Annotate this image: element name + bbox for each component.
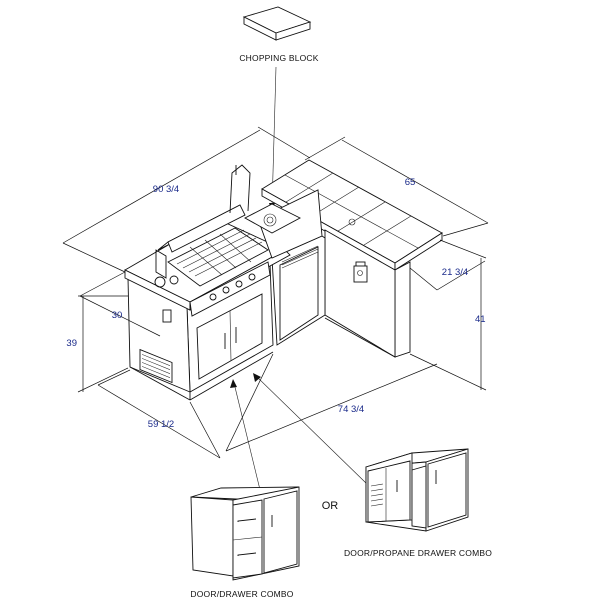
door-drawer-combo-label: DOOR/DRAWER COMBO bbox=[190, 589, 293, 599]
chopping-block-illustration bbox=[242, 6, 312, 41]
dim-grill-length: 90 3/4 bbox=[153, 184, 179, 195]
door-propane-drawer-combo-illustration bbox=[365, 448, 469, 532]
dim-bar-length: 65 bbox=[405, 177, 416, 188]
dim-base-length: 59 1/2 bbox=[148, 419, 174, 430]
grill-island bbox=[124, 159, 443, 401]
dim-grill-depth: 30 bbox=[112, 310, 123, 321]
dim-bar-depth: 21 3/4 bbox=[442, 267, 468, 278]
or-label: OR bbox=[322, 500, 339, 512]
dimension-lines bbox=[62, 126, 489, 459]
dim-side-length: 74 3/4 bbox=[338, 404, 364, 415]
dim-bar-height: 41 bbox=[475, 314, 486, 325]
side-vent bbox=[139, 348, 173, 384]
door-drawer-leader bbox=[233, 382, 263, 499]
chopping-block-label: CHOPPING BLOCK bbox=[239, 53, 318, 63]
door-drawer-combo-illustration bbox=[190, 486, 300, 581]
bar-counter-hole bbox=[348, 218, 356, 226]
propane-combo-leader bbox=[255, 375, 368, 485]
door-propane-combo-label: DOOR/PROPANE DRAWER COMBO bbox=[344, 548, 492, 558]
dim-grill-height: 39 bbox=[66, 338, 77, 349]
